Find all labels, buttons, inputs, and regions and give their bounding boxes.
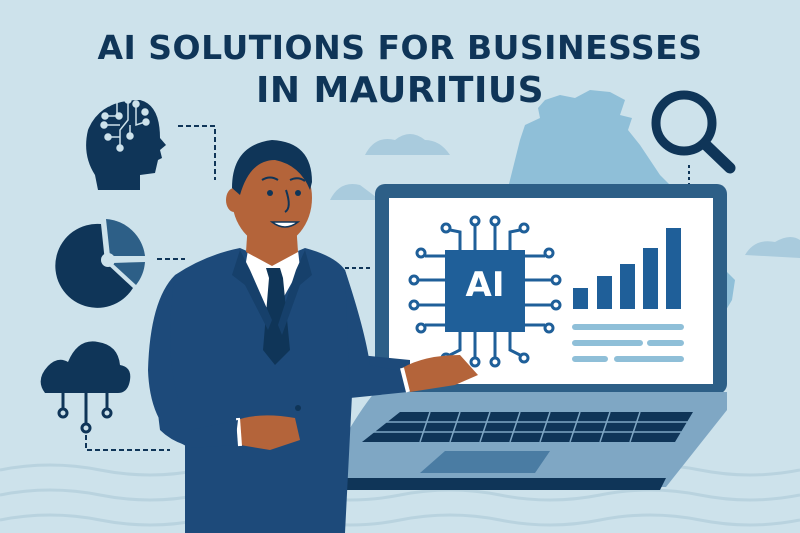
pie-chart-icon: [55, 219, 145, 308]
brain-head-icon: [86, 95, 166, 190]
cloud-decorations: [330, 134, 800, 258]
mauritius-map-shape: [505, 90, 670, 215]
dashed-connector: [178, 125, 216, 180]
cloud-network-icon: [40, 341, 170, 451]
text-lines: [572, 324, 684, 362]
bar-chart-icon: [573, 228, 681, 309]
ai-chip-label: AI: [465, 265, 505, 305]
title-line-2: IN MAURITIUS: [255, 70, 545, 111]
laptop: [340, 184, 727, 490]
ai-chip-body: [445, 250, 525, 332]
presenter-person: [148, 140, 478, 533]
magnifying-glass-icon: [651, 90, 736, 185]
ai-chip-icon: [408, 215, 562, 368]
title-line-1: AI SOLUTIONS FOR BUSINESSES: [97, 28, 703, 67]
